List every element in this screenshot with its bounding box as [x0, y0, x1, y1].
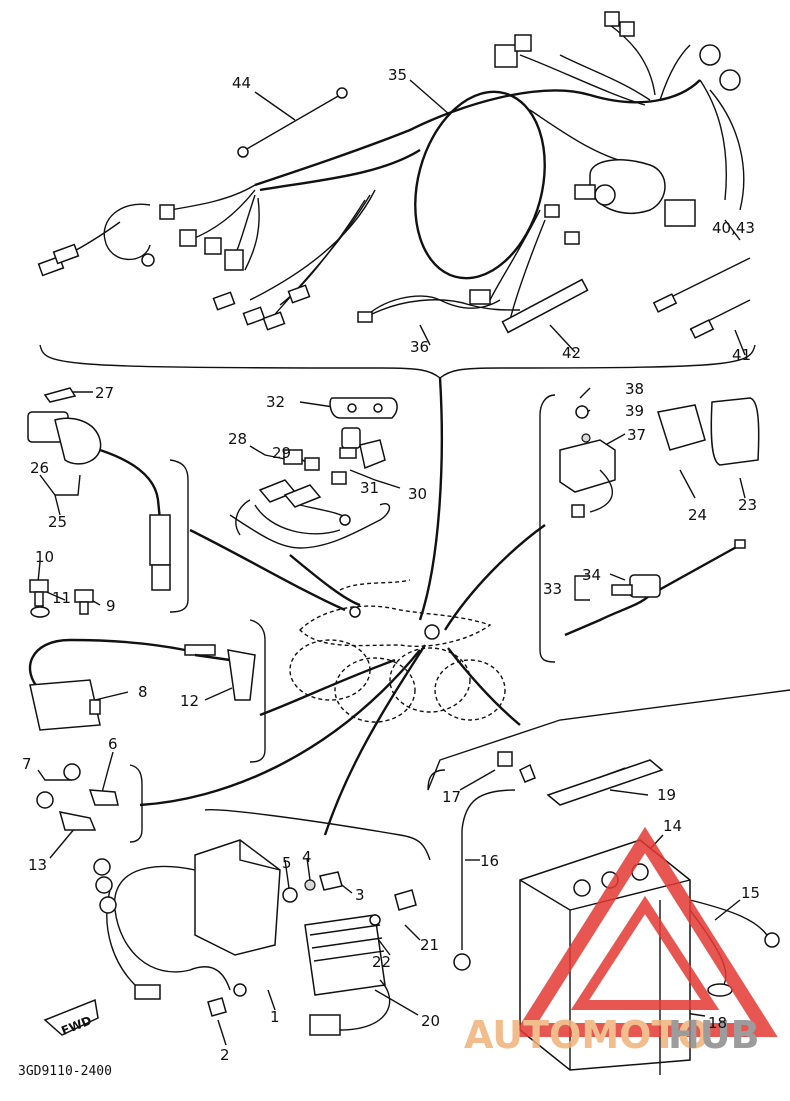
callout-12: 12 — [180, 692, 199, 710]
callout-26: 26 — [30, 459, 49, 477]
callout-13: 13 — [28, 856, 47, 874]
callout-5: 5 — [282, 854, 292, 872]
watermark-word-a: AUTOMOTO — [464, 1013, 710, 1057]
callout-37: 37 — [627, 426, 646, 444]
callout-41: 41 — [732, 346, 751, 364]
callout-25: 25 — [48, 513, 67, 531]
callout-18: 18 — [708, 1014, 727, 1032]
callout-15: 15 — [741, 884, 760, 902]
callout-10: 10 — [35, 548, 54, 566]
callout-33: 33 — [543, 580, 562, 598]
callout-39: 39 — [625, 402, 644, 420]
watermark-word-b: HUB — [668, 1013, 760, 1057]
callout-28: 28 — [228, 430, 247, 448]
callout-20: 20 — [421, 1012, 440, 1030]
callout-9: 9 — [106, 597, 116, 615]
locator-arrows — [139, 377, 546, 836]
callout-44: 44 — [232, 74, 251, 92]
wire-harness-group — [37, 11, 756, 379]
callout-1: 1 — [270, 1008, 280, 1026]
callout-30: 30 — [408, 485, 427, 503]
callout-2: 2 — [220, 1046, 230, 1064]
callout-14: 14 — [663, 817, 682, 835]
callout-29: 29 — [272, 444, 291, 462]
callout-42: 42 — [562, 344, 581, 362]
callout-27: 27 — [95, 384, 114, 402]
parts-lower — [43, 809, 431, 1036]
diagram-code: 3GD9110-2400 — [18, 1064, 112, 1079]
callout-32: 32 — [266, 393, 285, 411]
parts-upper-mid — [229, 397, 398, 549]
callout-3: 3 — [355, 886, 365, 904]
callout-24: 24 — [688, 506, 707, 524]
callout-31: 31 — [360, 479, 379, 497]
callout-8: 8 — [138, 683, 148, 701]
watermark-logo: AUTOMOTO HUB — [464, 826, 778, 1057]
callout-22: 22 — [372, 953, 391, 971]
callout-19: 19 — [657, 786, 676, 804]
callout-11: 11 — [52, 589, 71, 607]
callout-38: 38 — [625, 380, 644, 398]
callout-23: 23 — [738, 496, 757, 514]
callout-40-43: 40,43 — [712, 219, 755, 237]
callout-4: 4 — [302, 848, 312, 866]
callout-35: 35 — [388, 66, 407, 84]
callout-36: 36 — [410, 338, 429, 356]
parts-left-mid — [27, 387, 266, 843]
callout-34: 34 — [582, 566, 601, 584]
callout-21: 21 — [420, 936, 439, 954]
callout-6: 6 — [108, 735, 118, 753]
callout-7: 7 — [22, 755, 32, 773]
callout-16: 16 — [480, 852, 499, 870]
parts-right-mid — [539, 394, 760, 663]
atv-silhouette — [289, 579, 506, 723]
callout-17: 17 — [442, 788, 461, 806]
callout-labels: 44 35 40,43 36 42 41 27 32 38 39 37 28 2… — [18, 66, 760, 1079]
